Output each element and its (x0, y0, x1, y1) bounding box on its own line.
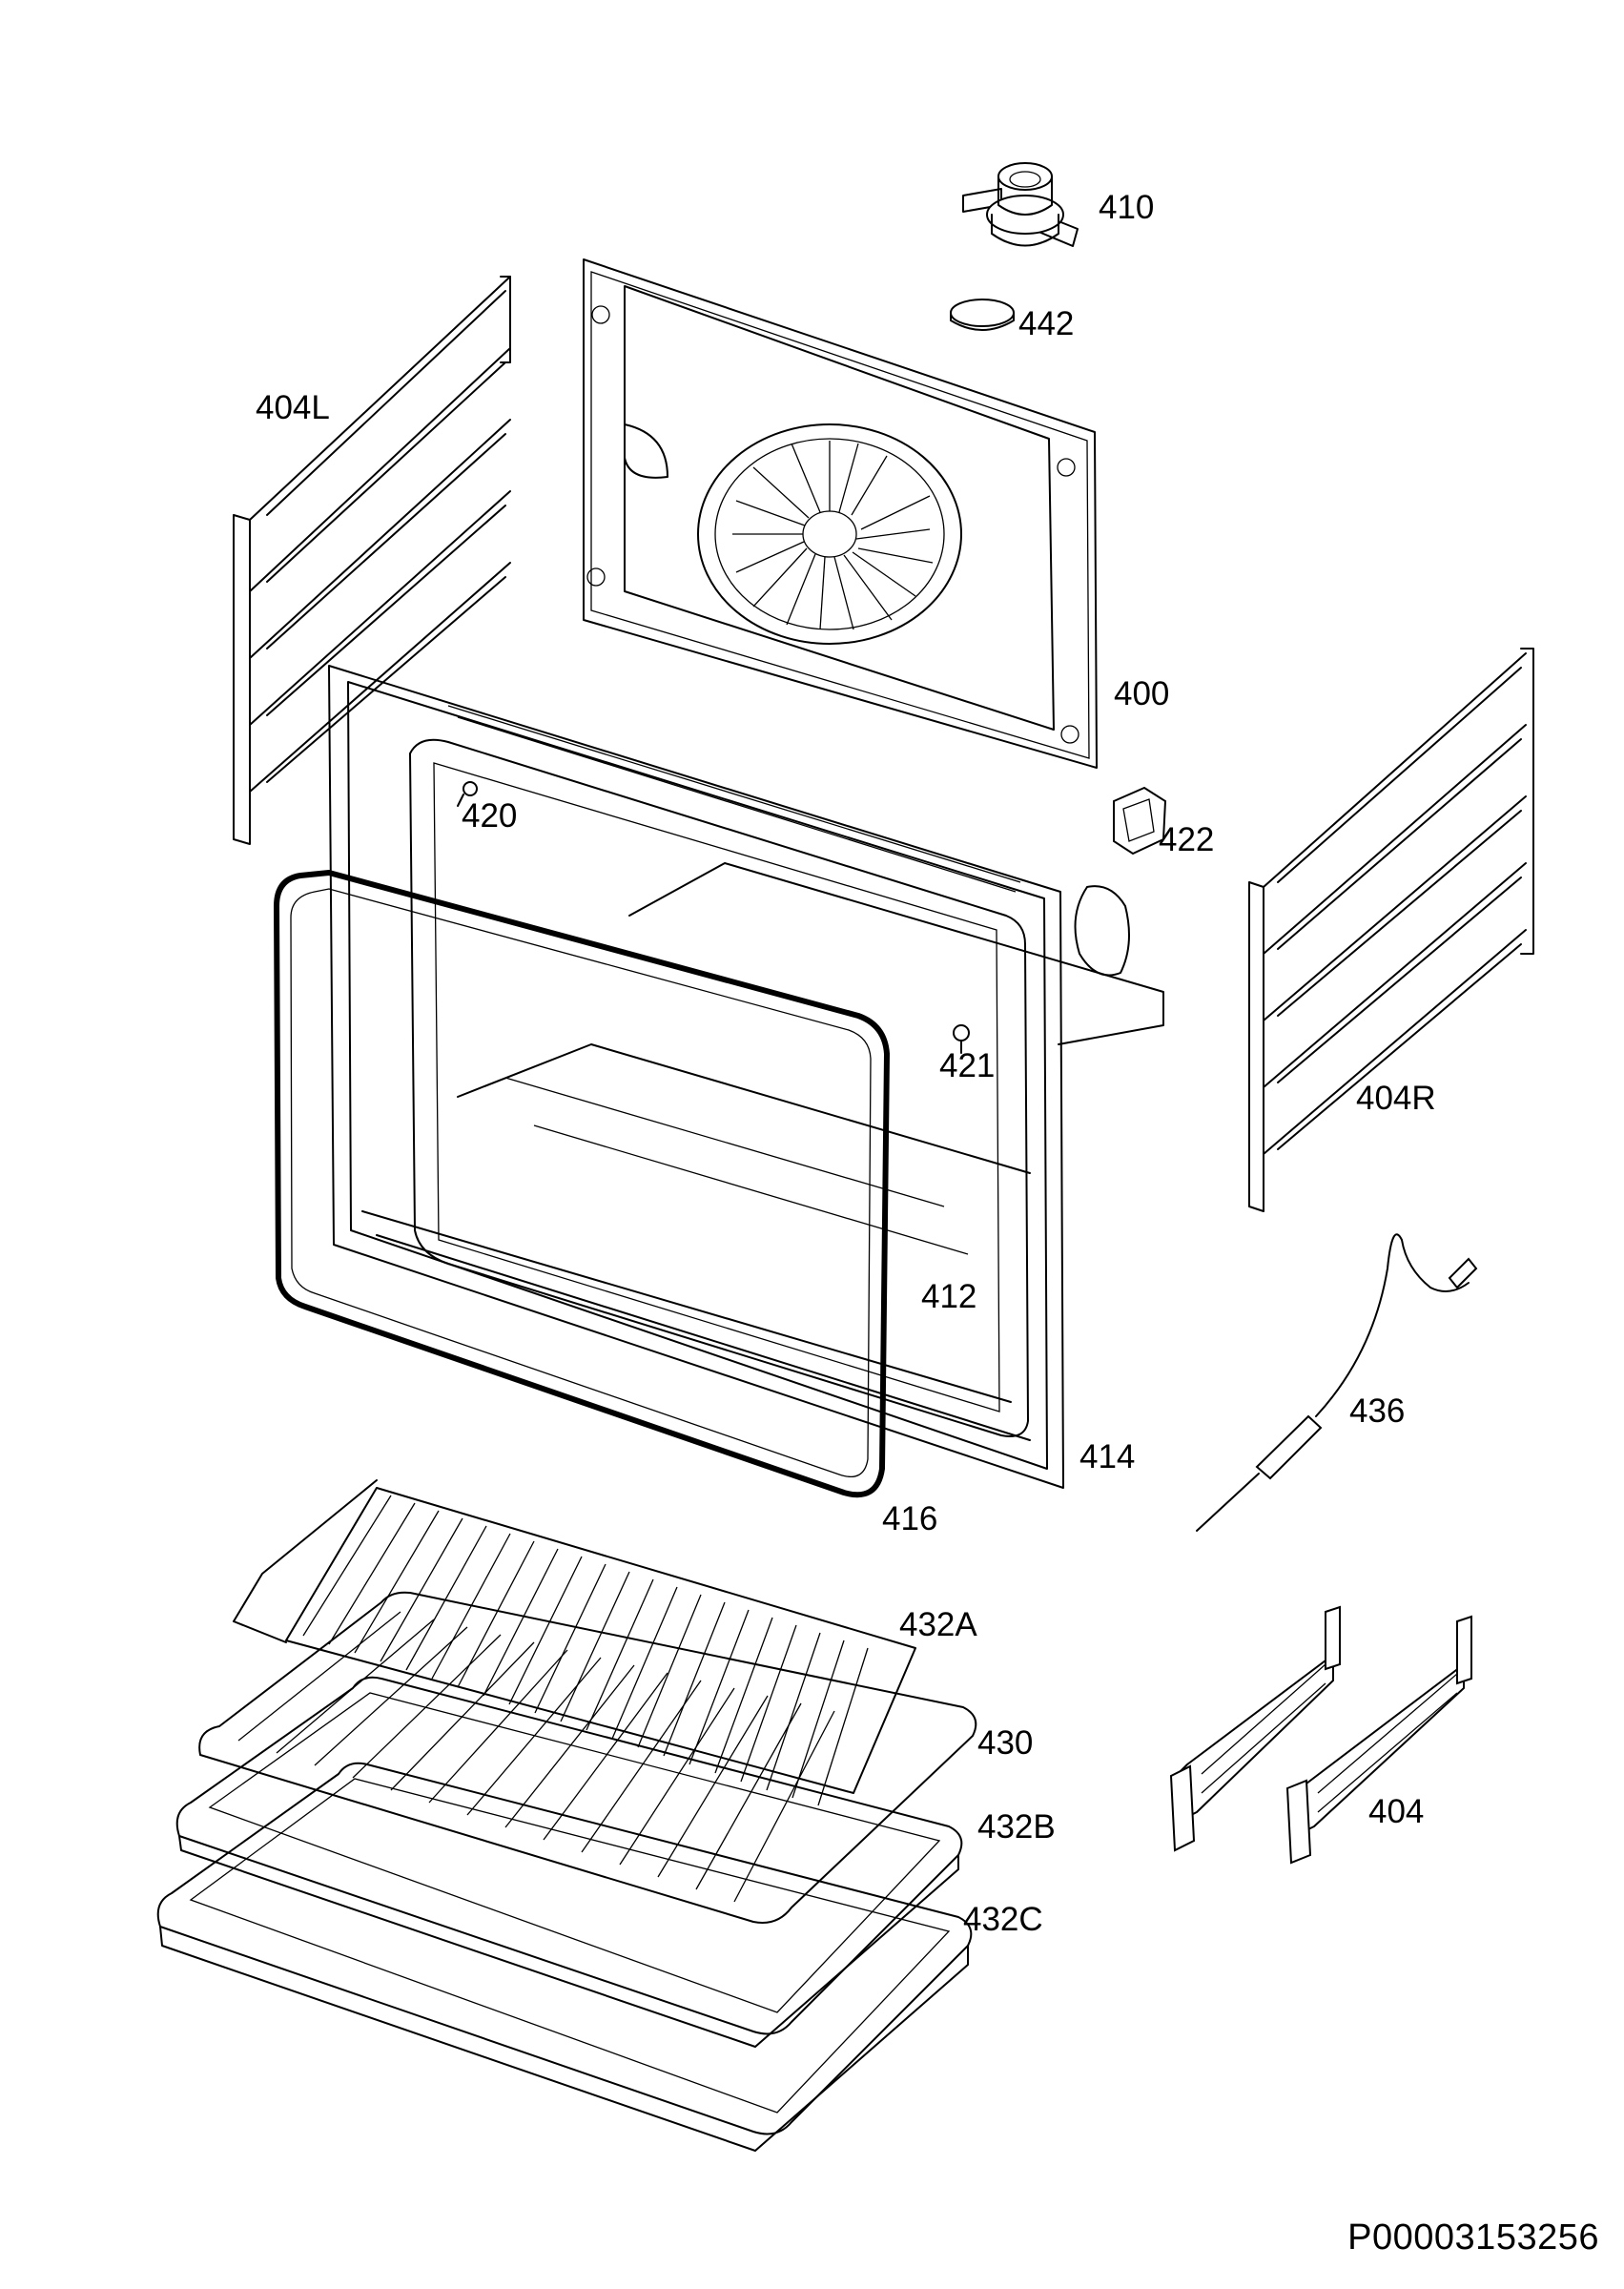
label-432C: 432C (963, 1901, 1043, 1938)
label-430: 430 (977, 1724, 1034, 1762)
lamp-holder-drawing (1074, 786, 1167, 977)
label-422: 422 (1159, 821, 1215, 858)
thermostat-drawing (962, 162, 1079, 247)
label-420: 420 (462, 797, 518, 835)
label-412: 412 (921, 1278, 977, 1315)
label-442: 442 (1018, 305, 1075, 342)
door-seal-drawing (274, 870, 890, 1498)
label-421: 421 (939, 1047, 996, 1084)
deep-tray-drawing (156, 1762, 973, 2152)
label-414: 414 (1079, 1438, 1136, 1475)
screw-small-drawing (953, 1024, 970, 1054)
label-436: 436 (1349, 1392, 1406, 1430)
label-432A: 432A (899, 1606, 977, 1643)
shelf-support-right-drawing (1248, 648, 1534, 1212)
label-416: 416 (882, 1500, 938, 1537)
label-404R: 404R (1356, 1080, 1436, 1117)
side-runner-drawing (1169, 1605, 1472, 1865)
fan-cover-panel-drawing (583, 258, 1098, 769)
grill-rack-drawing (198, 1591, 977, 1924)
insulating-disc-drawing (950, 299, 1015, 331)
label-400: 400 (1114, 675, 1170, 712)
wire-shelf-drawing (233, 1479, 916, 1806)
label-410: 410 (1099, 189, 1155, 226)
label-404L: 404L (256, 389, 330, 426)
shelf-support-left-drawing (233, 276, 511, 845)
label-432B: 432B (977, 1808, 1056, 1846)
baking-tray-drawing (175, 1676, 963, 2048)
document-id: P00003153256 (1347, 2217, 1599, 2258)
screw-drawing (457, 781, 478, 807)
meat-probe-drawing (1196, 1233, 1478, 1532)
label-404: 404 (1368, 1793, 1425, 1830)
oven-frame-drawing (328, 665, 1164, 1489)
